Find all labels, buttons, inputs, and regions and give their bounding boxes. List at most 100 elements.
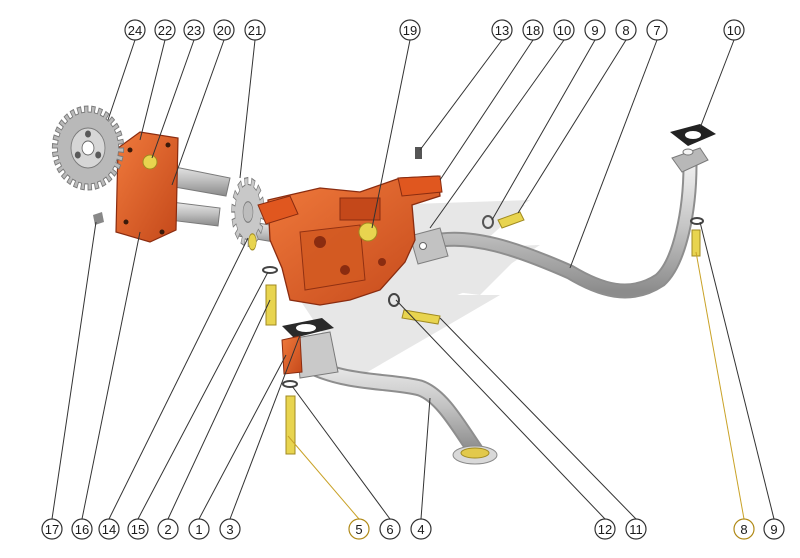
callout-circle xyxy=(213,19,235,41)
callout-circle xyxy=(98,518,120,540)
callout-label: 9 xyxy=(770,522,777,537)
callout-circle xyxy=(41,518,63,540)
callout-circle xyxy=(584,19,606,41)
callout-circle xyxy=(553,19,575,41)
callout-label: 16 xyxy=(75,522,89,537)
gasket-right xyxy=(670,124,716,146)
washer-12 xyxy=(388,293,400,307)
leader-line xyxy=(81,231,141,520)
callout-label: 10 xyxy=(727,23,741,38)
leader-line xyxy=(108,237,249,520)
leader-line xyxy=(229,334,301,520)
callout-label: 22 xyxy=(158,23,172,38)
washer-9-upper xyxy=(482,215,494,229)
callout-circle xyxy=(594,518,616,540)
callout-label: 1 xyxy=(195,522,202,537)
callout-circle xyxy=(183,19,205,41)
leader-line xyxy=(371,39,411,229)
callout-label: 4 xyxy=(417,522,424,537)
callout-circle xyxy=(127,518,149,540)
callout-circle xyxy=(348,518,370,540)
callout-label: 9 xyxy=(591,23,598,38)
leader-line xyxy=(151,39,195,159)
callout-circle xyxy=(71,518,93,540)
callout-circle xyxy=(244,19,266,41)
callout-circle xyxy=(723,19,745,41)
callout-circle xyxy=(379,518,401,540)
leader-line xyxy=(491,39,596,221)
leader-line xyxy=(107,39,136,121)
callout-circle xyxy=(399,19,421,41)
callout-label: 12 xyxy=(598,522,612,537)
callout-label: 3 xyxy=(226,522,233,537)
bolt-5 xyxy=(285,395,296,455)
bolt-11 xyxy=(401,309,441,325)
leader-line xyxy=(139,39,166,141)
callout-circle xyxy=(410,518,432,540)
callout-circle xyxy=(491,19,513,41)
leader-line xyxy=(419,39,503,151)
leader-line xyxy=(171,39,225,186)
callout-circle xyxy=(154,19,176,41)
pump-cover-plate xyxy=(115,131,179,243)
intake-pipe-lower xyxy=(291,331,498,465)
callout-label: 5 xyxy=(355,522,362,537)
callout-label: 8 xyxy=(622,23,629,38)
large-drive-gear xyxy=(51,105,125,191)
bolt-2 xyxy=(265,284,277,326)
leader-line xyxy=(569,39,658,269)
leader-line xyxy=(395,299,606,520)
oil-pipe-upper xyxy=(409,147,709,299)
leader-line xyxy=(429,39,565,229)
callout-label: 7 xyxy=(653,23,660,38)
washer-6 xyxy=(282,380,298,388)
callout-circle xyxy=(763,518,785,540)
callout-circle xyxy=(219,518,241,540)
leader-line xyxy=(291,385,391,520)
pin-13 xyxy=(415,147,422,159)
callout-circle xyxy=(124,19,146,41)
callout-label: 10 xyxy=(557,23,571,38)
callout-circle xyxy=(733,518,755,540)
callout-label: 6 xyxy=(386,522,393,537)
callout-circle xyxy=(625,518,647,540)
leader-line xyxy=(695,251,745,520)
callout-label: 21 xyxy=(248,23,262,38)
callout-label: 18 xyxy=(526,23,540,38)
callout-label: 11 xyxy=(629,522,643,537)
leader-line xyxy=(420,397,431,520)
callout-label: 24 xyxy=(128,23,142,38)
pump-housing xyxy=(257,175,443,306)
leader-line xyxy=(699,39,735,129)
callout-circle xyxy=(615,19,637,41)
callout-label: 2 xyxy=(164,522,171,537)
callout-circle xyxy=(646,19,668,41)
leader-line xyxy=(287,435,360,520)
callout-label: 23 xyxy=(187,23,201,38)
callout-label: 14 xyxy=(102,522,116,537)
washer-15 xyxy=(262,266,278,274)
callout-label: 15 xyxy=(131,522,145,537)
callout-label: 8 xyxy=(740,522,747,537)
leader-line xyxy=(439,317,637,520)
washer-9-lower xyxy=(690,217,704,225)
bolt-8-upper xyxy=(497,211,525,229)
leader-line xyxy=(198,354,287,520)
pump-gear xyxy=(231,176,265,251)
callout-label: 17 xyxy=(45,522,59,537)
flange-gasket xyxy=(282,318,334,338)
leader-line xyxy=(51,221,97,520)
leader-lines xyxy=(51,39,775,520)
leader-line xyxy=(137,271,269,520)
callout-circle xyxy=(157,518,179,540)
pin-17 xyxy=(93,212,104,225)
leader-line xyxy=(439,39,534,181)
leader-line xyxy=(239,39,256,179)
callout-label: 20 xyxy=(217,23,231,38)
fasteners xyxy=(93,147,704,455)
callout-circle xyxy=(188,518,210,540)
leader-line xyxy=(699,221,775,520)
